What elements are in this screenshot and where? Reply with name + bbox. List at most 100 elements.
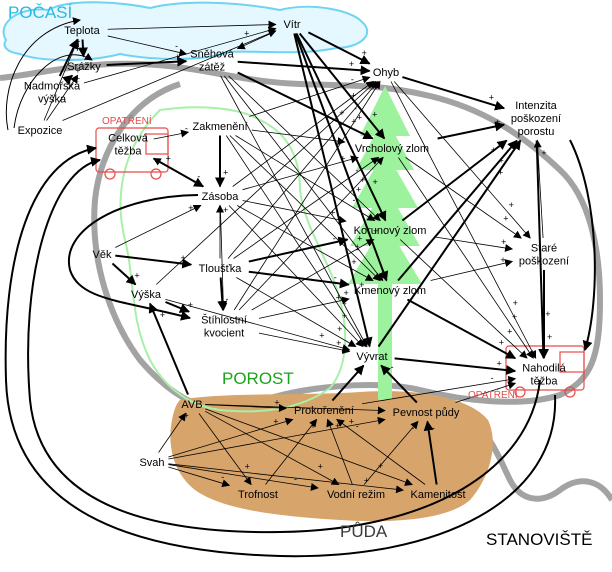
node-vek: Věk bbox=[93, 249, 112, 261]
region-label-stanoviste: STANOVIŠTĚ bbox=[486, 530, 592, 549]
node-zakmeneni: Zakmenění bbox=[192, 121, 247, 133]
edge-sign: - bbox=[411, 423, 414, 433]
node-avb: AVB bbox=[181, 399, 202, 411]
edge-zakmeneni-to-vrcholovy-zlom bbox=[251, 129, 346, 146]
edge-sign: - bbox=[77, 36, 80, 46]
node-vrcholovy-zlom: Vrcholový zlom bbox=[355, 143, 429, 155]
edge-sign: - bbox=[334, 272, 337, 282]
node-srazky: Srážky bbox=[67, 61, 101, 73]
edge-stihlostni-kvocient-to-vyvrat bbox=[258, 332, 351, 354]
edge-sign: + bbox=[75, 74, 80, 84]
edge-tloustka-to-stihlostni-kvocient bbox=[217, 277, 228, 311]
edge-sign: - bbox=[221, 472, 224, 482]
edge-teplota-to-vitr bbox=[107, 20, 277, 30]
edge-sign: + bbox=[319, 331, 324, 341]
edge-tloustka-to-korunovy-zlom bbox=[248, 236, 349, 263]
edge-sign: - bbox=[351, 74, 354, 84]
edge-avb-to-pevnost-pudy bbox=[205, 404, 386, 415]
edge-sign: + bbox=[372, 110, 377, 120]
opatreni-label-nahodila: OPATŘENÍ bbox=[468, 388, 518, 401]
edge-sign: + bbox=[489, 93, 494, 103]
edge-vyvrat-to-intenzita-poskozeni bbox=[377, 139, 522, 348]
edge-intenzita-poskozeni-to-nahodila-tezba bbox=[535, 140, 549, 359]
node-korunovy-zlom: Korunový zlom bbox=[354, 225, 427, 237]
edge-zasoba-to-stihlostni-kvocient bbox=[219, 205, 228, 311]
ground-line bbox=[0, 60, 604, 414]
edge-sign: + bbox=[499, 338, 504, 348]
edge-sign: + bbox=[337, 324, 342, 334]
region-label-puda: PŮDA bbox=[340, 522, 388, 541]
edge-vyska-to-stihlostni-kvocient bbox=[165, 301, 190, 313]
node-expozice: Expozice bbox=[18, 125, 63, 137]
edge-vyvrat-to-nahodila-tezba bbox=[394, 357, 517, 376]
edge-sign: + bbox=[359, 280, 364, 290]
edge-pevnost-pudy-to-vyvrat bbox=[380, 364, 418, 404]
edge-stare-poskozeni-to-intenzita-poskozeni bbox=[533, 139, 544, 239]
edge-sign: + bbox=[503, 214, 508, 224]
edge-trofnost-to-prokoreneni bbox=[265, 418, 318, 485]
edge-sign: + bbox=[349, 59, 354, 69]
edge-srazky-to-snehova-zatez bbox=[106, 56, 188, 67]
edge-snehova-zatez-to-ohyb bbox=[237, 60, 371, 76]
edge-sign: + bbox=[336, 292, 341, 302]
edge-avb-to-vodni-rezim bbox=[205, 410, 340, 485]
edge-sign: + bbox=[181, 253, 186, 263]
node-teplota: Teplota bbox=[64, 25, 100, 37]
edge-pevnost-pudy-to-nahodila-tezba bbox=[455, 381, 517, 403]
edge-sign: + bbox=[541, 148, 546, 158]
edge-sign: - bbox=[354, 103, 357, 113]
edge-sign: - bbox=[391, 362, 394, 372]
edge-sign: - bbox=[352, 195, 355, 205]
edge-vitr-to-korunovy-zlom bbox=[295, 33, 387, 222]
edge-vrcholovy-zlom-to-intenzita-poskozeni bbox=[437, 121, 506, 140]
region-label-pocasi: POČASÍ bbox=[8, 3, 73, 22]
edge-korunovy-zlom-to-nahodila-tezba bbox=[399, 239, 528, 359]
node-tloustka: Tloušťka bbox=[199, 263, 243, 275]
node-vyska: Výška bbox=[131, 289, 162, 301]
edge-expozice-to-teplota bbox=[43, 38, 79, 121]
edge-sign: + bbox=[509, 200, 514, 210]
edge-sign: + bbox=[244, 28, 249, 38]
edge-stihlostni-kvocient-to-kmenovy-zlom bbox=[258, 296, 350, 319]
edge-zakmeneni-to-vyvrat bbox=[225, 135, 367, 348]
edge-svah-to-kamenitost bbox=[168, 463, 404, 494]
edge-sign: + bbox=[357, 113, 362, 123]
edge-avb-to-kamenitost bbox=[205, 408, 413, 486]
edge-sign: + bbox=[342, 311, 347, 321]
edge-vodni-rezim-to-prokoreneni bbox=[326, 418, 353, 485]
node-vyvrat: Vývrat bbox=[356, 351, 387, 363]
edge-tloustka-to-vrcholovy-zlom bbox=[233, 156, 380, 259]
edge-kamenitost-to-pevnost-pudy bbox=[423, 420, 438, 485]
edge-sign: + bbox=[357, 234, 362, 244]
edge-zasoba-to-ohyb bbox=[232, 80, 375, 187]
edge-tloustka-to-ohyb bbox=[227, 80, 379, 259]
edge-sign: + bbox=[166, 154, 171, 164]
node-pevnost-pudy: Pevnost půdy bbox=[393, 407, 460, 419]
edge-sign: + bbox=[501, 237, 506, 247]
edge-zasoba-to-celkova-tezba bbox=[152, 158, 204, 187]
edge-zakmeneni-to-ohyb bbox=[249, 75, 371, 117]
edge-sign: - bbox=[185, 123, 188, 133]
edge-svah-to-pevnost-pudy bbox=[168, 416, 386, 460]
edge-sign: - bbox=[225, 294, 228, 304]
edge-sign: + bbox=[499, 156, 504, 166]
edge-vyska-to-vyvrat bbox=[165, 298, 351, 352]
node-prokoreneni: Prokořenění bbox=[294, 405, 354, 417]
edge-vrcholovy-zlom-to-nahodila-tezba bbox=[398, 157, 534, 359]
edge-sign: + bbox=[184, 411, 189, 421]
edge-sign: + bbox=[188, 300, 193, 310]
edge-snehova-zatez-to-vrcholovy-zlom bbox=[237, 71, 374, 140]
edge-svah-to-prokoreneni bbox=[168, 417, 294, 458]
edge-kmenovy-zlom-to-nahodila-tezba bbox=[406, 298, 517, 360]
edge-prokoreneni-to-vyvrat bbox=[331, 364, 365, 402]
edge-sign: + bbox=[318, 461, 323, 471]
edge-nadmorska-vyska-to-teplota bbox=[58, 38, 79, 77]
edge-sign: + bbox=[360, 175, 365, 185]
edge-teplota-to-snehova-zatez bbox=[107, 35, 188, 57]
edge-sign: + bbox=[500, 255, 505, 265]
